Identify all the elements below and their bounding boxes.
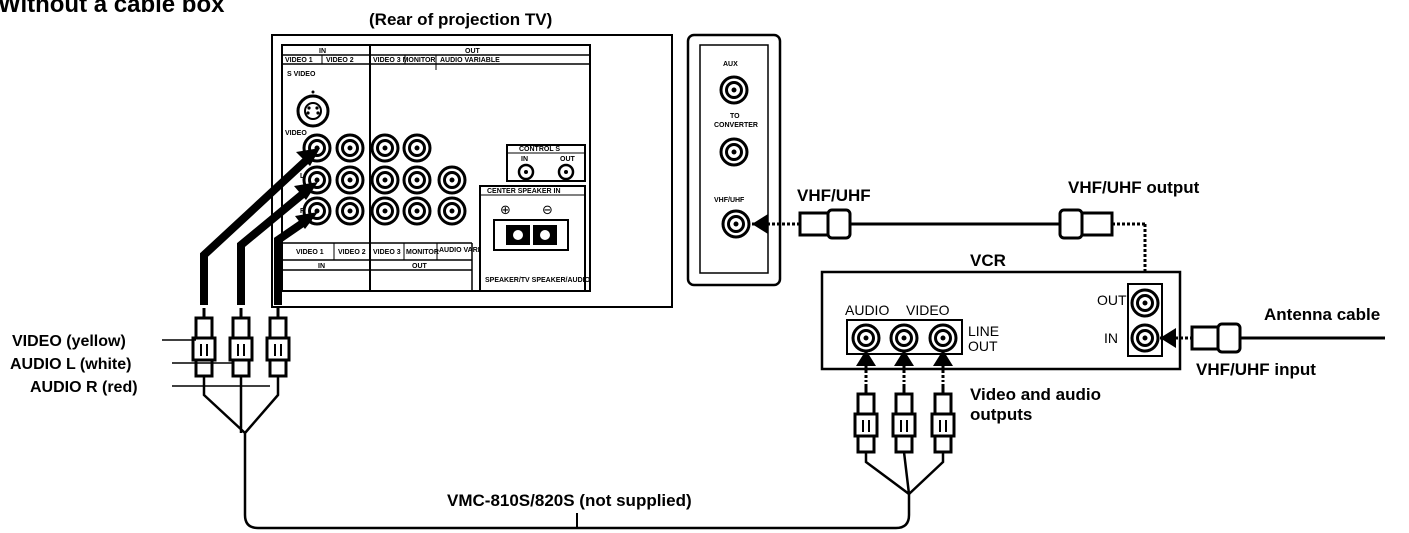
out-label-bottom: OUT [412,263,428,270]
audio-variable-l-jack[interactable] [437,165,467,195]
video1-label-bottom: VIDEO 1 [296,249,324,256]
out-label-top: OUT [465,48,481,55]
video2-audio-l-in-jack[interactable] [335,165,365,195]
s-video-jack[interactable] [296,90,330,128]
monitor-audio-r-out-jack[interactable] [402,196,432,226]
vcr-video-label: VIDEO [906,302,950,318]
speaker-terminal-block[interactable] [493,219,569,251]
antenna-cable [1160,322,1385,354]
vcr-label: VCR [970,251,1006,270]
vcr-audio-label: AUDIO [845,302,889,318]
tv-av-plugs [191,148,320,378]
video-audio-outputs-label-2: outputs [970,405,1032,424]
tv-rear-panel: IN OUT VIDEO 1 VIDEO 2 VIDEO 3 MONITOR A… [271,34,673,308]
vhf-uhf-output-label: VHF/UHF output [1068,178,1200,197]
aux-jack[interactable] [719,75,749,105]
rear-of-tv-caption: (Rear of projection TV) [369,10,552,29]
vcr-audio-l-plug [853,382,879,454]
vhf-uhf-input-label: VHF/UHF input [1196,360,1316,379]
video3-label-bottom: VIDEO 3 [373,249,401,256]
right-cable-branch [864,451,945,496]
audio-variable-label-top: AUDIO VARIABLE [440,57,500,64]
audio-l-white-label: AUDIO L (white) [10,356,131,373]
vhf-uhf-label: VHF/UHF [797,186,871,205]
audio-l-white-plug [228,306,254,378]
s-video-label: S VIDEO [287,71,316,78]
video-row-label: VIDEO [285,130,307,137]
antenna-cable-label: Antenna cable [1264,305,1380,324]
center-speaker-label: CENTER SPEAKER IN [487,188,561,195]
plus-terminal-label: ⊕ [500,202,511,217]
to-converter-jack[interactable] [719,137,749,167]
control-s-out-jack[interactable] [557,163,575,181]
aux-label: AUX [723,61,738,68]
video-audio-outputs-label-1: Video and audio [970,385,1101,404]
video3-monitor-label-top: VIDEO 3 MONITOR [373,57,436,64]
video3-audio-l-jack[interactable] [370,165,400,195]
video2-video-in-jack[interactable] [335,133,365,163]
line-out-label-1: LINE [968,323,999,339]
control-s-in-label: IN [521,156,528,163]
vcr-audio-r-out-jack[interactable] [889,323,919,353]
video2-label-bottom: VIDEO 2 [338,249,366,256]
in-label-bottom: IN [318,263,325,270]
audio-r-red-plug [265,306,291,378]
vcr-audio-r-plug [891,382,917,454]
vcr-rf-in-jack[interactable] [1130,323,1160,353]
audio-variable-r-jack[interactable] [437,196,467,226]
monitor-video-out-jack[interactable] [402,133,432,163]
line-out-label-2: OUT [968,338,998,354]
video-yellow-plug [191,306,217,378]
video2-audio-r-in-jack[interactable] [335,196,365,226]
l-row-label: L [300,173,305,180]
to-converter-label-1: TO [730,113,740,120]
control-s-in-jack[interactable] [517,163,535,181]
minus-terminal-label: ⊖ [542,202,553,217]
vcr-in-label: IN [1104,330,1118,346]
control-s-label: CONTROL S [519,146,560,153]
video3-audio-r-jack[interactable] [370,196,400,226]
video3-video-jack[interactable] [370,133,400,163]
vcr-av-plugs [853,350,956,454]
cable-name-label: VMC-810S/820S (not supplied) [447,491,692,510]
page-title: Without a cable box [0,0,225,18]
vcr-audio-l-out-jack[interactable] [851,323,881,353]
antenna-panel: AUX TO CONVERTER VHF/UHF [686,33,782,287]
vhf-uhf-jack[interactable] [721,209,751,239]
video-yellow-label: VIDEO (yellow) [12,333,126,350]
vcr-out-label: OUT [1097,292,1127,308]
vcr-video-plug [930,382,956,454]
vhf-uhf-cable [752,208,1155,296]
vcr-unit: VCR AUDIO VIDEO LINE OUT OUT IN [820,251,1182,371]
monitor-audio-l-out-jack[interactable] [402,165,432,195]
to-converter-label-2: CONVERTER [714,122,758,129]
video2-label-top: VIDEO 2 [326,57,354,64]
video1-label-top: VIDEO 1 [285,57,313,64]
vhf-uhf-jack-label: VHF/UHF [714,197,745,204]
speaker-switch-note: SPEAKER/TV SPEAKER/AUDIO [485,277,591,284]
audio-variable-label-bottom: AUDIO VARIABLE [439,247,499,254]
control-s-out-label: OUT [560,156,576,163]
monitor-label-bottom: MONITOR [406,249,439,256]
vcr-rf-out-jack[interactable] [1130,288,1160,318]
vcr-video-out-jack[interactable] [928,323,958,353]
audio-r-red-label: AUDIO R (red) [30,379,138,396]
in-label-top: IN [319,48,326,55]
